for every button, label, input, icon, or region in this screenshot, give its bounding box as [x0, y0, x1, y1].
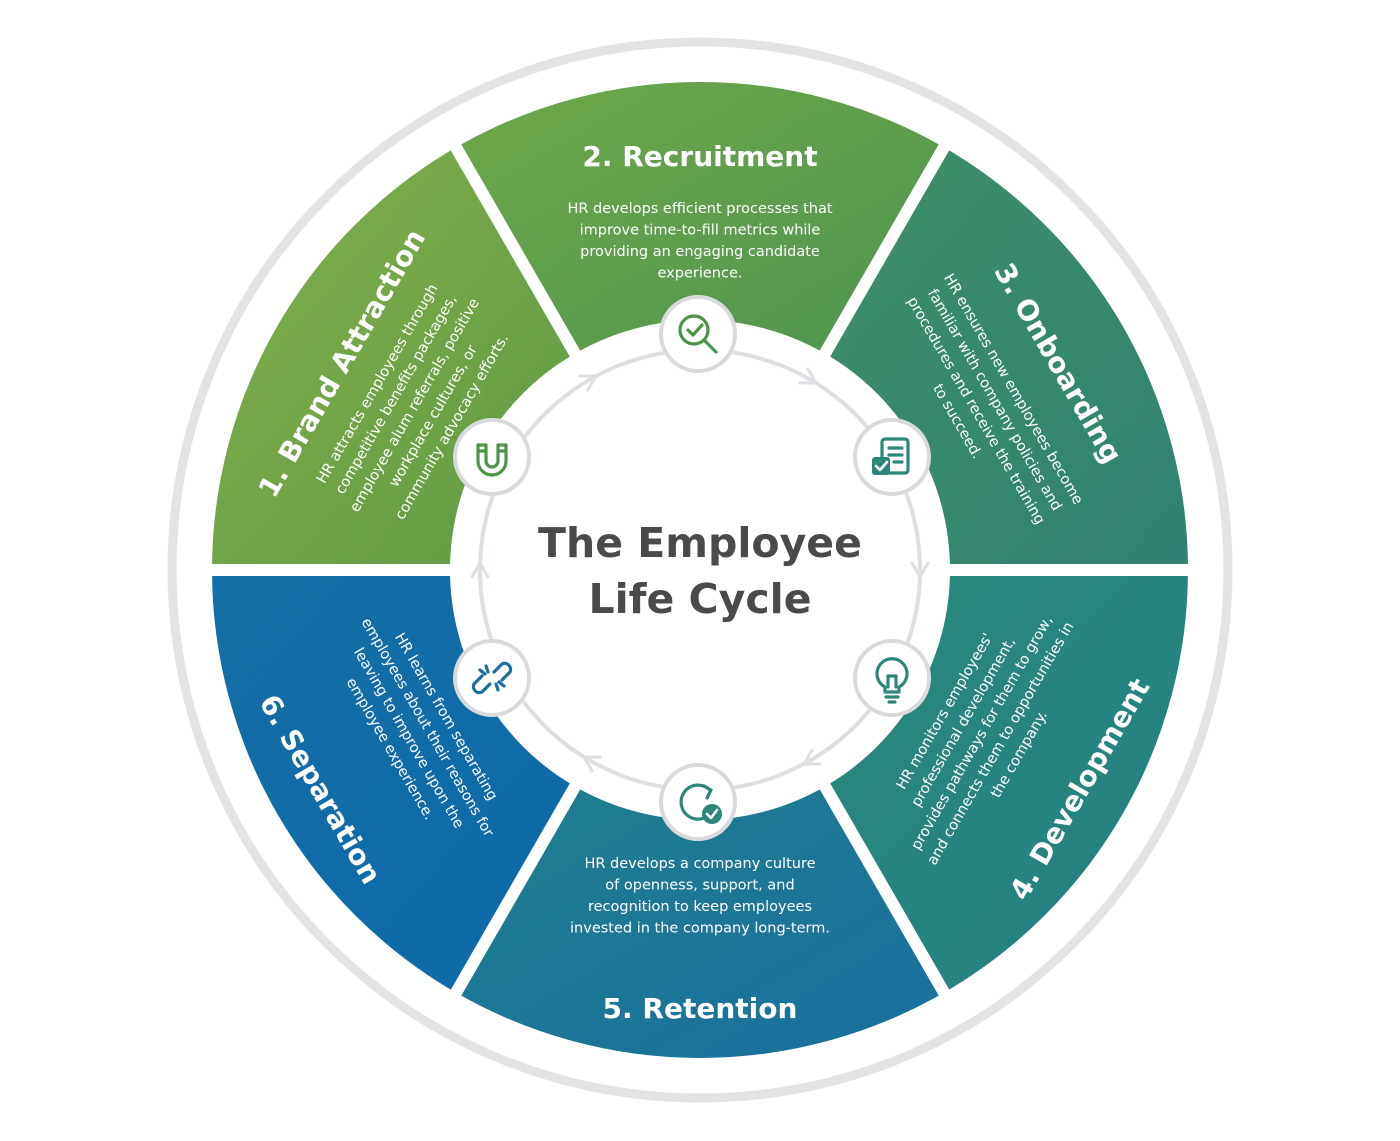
description-line: recognition to keep employees	[588, 899, 812, 915]
magnifier-check-icon	[659, 295, 737, 373]
stage-retention: 5. Retention HR develops a company cultur…	[570, 856, 830, 1025]
description-line: improve time-to-fill metrics while	[580, 222, 821, 238]
description-line: invested in the company long-term.	[570, 920, 830, 936]
title-line: The Employee	[538, 519, 862, 567]
sector-onboarding	[813, 133, 1201, 576]
magnet-icon	[453, 418, 531, 496]
track-arrow-icon	[802, 748, 822, 766]
track-arrow-icon	[910, 561, 930, 579]
stage-title: 5. Retention	[603, 992, 798, 1025]
stage-title: 2. Recruitment	[582, 140, 817, 173]
stage-description: HR develops a company culture of openness…	[570, 856, 830, 937]
track-arrow-icon	[582, 755, 602, 773]
title-line: Life Cycle	[588, 575, 811, 623]
description-line: of openness, support, and	[605, 877, 794, 893]
stage-description: HR develops efficient processes that impr…	[567, 201, 832, 282]
lightbulb-icon	[853, 639, 931, 717]
broken-link-icon	[453, 639, 531, 717]
track-arrow-icon	[470, 561, 490, 579]
sector-separation	[199, 564, 587, 1007]
sector-retention	[444, 773, 956, 1070]
outer-ring	[167, 37, 1233, 1103]
description-line: experience.	[658, 265, 743, 281]
checklist-icon	[853, 418, 931, 496]
track-arrow-icon	[578, 374, 598, 392]
center-disc	[462, 332, 938, 808]
stage-recruitment: 2. Recruitment HR develops efficient proc…	[567, 140, 832, 281]
track-arrow-icon	[798, 367, 818, 385]
sector-development	[813, 564, 1201, 1007]
description-line: HR develops a company culture	[584, 856, 815, 872]
description-line: HR develops efficient processes that	[567, 201, 832, 217]
description-line: providing an engaging candidate	[580, 244, 820, 260]
refresh-check-icon	[659, 763, 737, 841]
